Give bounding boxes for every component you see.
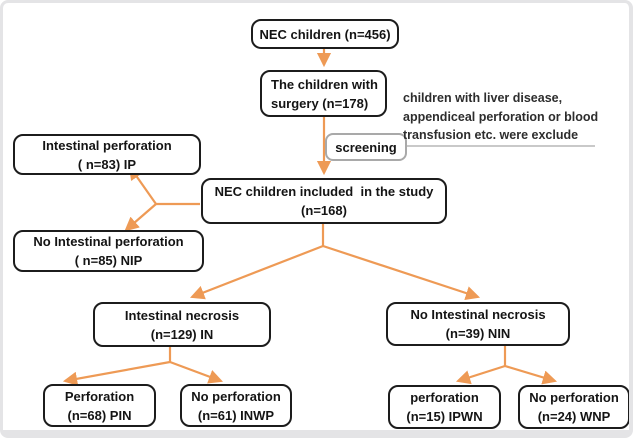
arrow-to-inwp <box>169 360 224 384</box>
note-line-3: transfusion etc. were exclude <box>403 128 579 142</box>
box-label-line: (n=15) IPWN <box>406 409 483 424</box>
box-label-line: ( n=83) IP <box>77 156 137 172</box>
box-label-line: Perforation <box>64 388 135 404</box>
flow-box-no-intestinal-perforation: No Intestinal perforation ( n=85) NIP <box>13 230 204 272</box>
flow-box-screening: screening <box>325 133 407 161</box>
box-label-line: (n=61) INWP <box>197 407 275 423</box>
flow-box-no-perforation-wnp: No perforation (n=24) WNP <box>518 385 629 429</box>
box-label-line: perforation <box>410 390 479 405</box>
box-label-line: surgery (n=178) <box>271 95 369 111</box>
arrow-to-nip <box>124 203 157 232</box>
box-label-line: No Intestinal perforation <box>33 234 184 249</box>
flow-box-included: NEC children included in the study (n=16… <box>201 178 447 224</box>
box-label-line: No Intestinal necrosis <box>410 307 546 322</box>
box-label-line: (n=24) WNP <box>537 409 611 424</box>
arrow-to-nin <box>322 244 481 300</box>
box-label-line: (n=68) PIN <box>67 407 132 423</box>
flow-box-intestinal-necrosis: Intestinal necrosis (n=129) IN <box>93 302 271 347</box>
exclusion-note: children with liver disease, appendiceal… <box>403 89 623 145</box>
box-label-line: (n=168) <box>301 203 347 218</box>
flow-box-perforation-ipwn: perforation (n=15) IPWN <box>388 385 501 429</box>
flow-box-perforation-pin: Perforation (n=68) PIN <box>43 384 156 427</box>
note-line-2: appendiceal perforation or blood <box>403 109 599 124</box>
arrow-to-wnp <box>504 364 558 385</box>
box-label-line: (n=129) IN <box>150 326 214 342</box>
box-label-line: No perforation <box>529 390 619 405</box>
flow-box-nec-children: NEC children (n=456) <box>251 19 399 49</box>
box-label-line: NEC children included in the study <box>214 184 434 199</box>
box-label-line: Intestinal necrosis <box>124 307 240 323</box>
box-label-line: NEC children (n=456) <box>259 26 391 42</box>
flow-arrows <box>62 49 558 386</box>
note-underline <box>407 145 595 147</box>
note-line-1: children with liver disease, <box>403 91 563 105</box>
flow-box-surgery: The children with surgery (n=178) <box>260 70 387 117</box>
box-label-line: screening <box>335 139 397 155</box>
flow-box-intestinal-perforation: Intestinal perforation ( n=83) IP <box>13 134 201 175</box>
box-label-line: ( n=85) NIP <box>74 253 143 268</box>
box-label-line: (n=39) NIN <box>445 326 511 341</box>
box-label-line: No perforation <box>191 388 281 404</box>
arrow-to-ipwn <box>455 364 506 385</box>
box-label-line: The children with <box>271 76 378 92</box>
box-label-line: Intestinal perforation <box>42 137 172 153</box>
arrow-to-pin <box>62 360 171 386</box>
flow-box-no-intestinal-necrosis: No Intestinal necrosis (n=39) NIN <box>386 302 570 346</box>
arrow-to-in <box>190 244 324 300</box>
flow-box-no-perforation-inwp: No perforation (n=61) INWP <box>180 384 292 427</box>
